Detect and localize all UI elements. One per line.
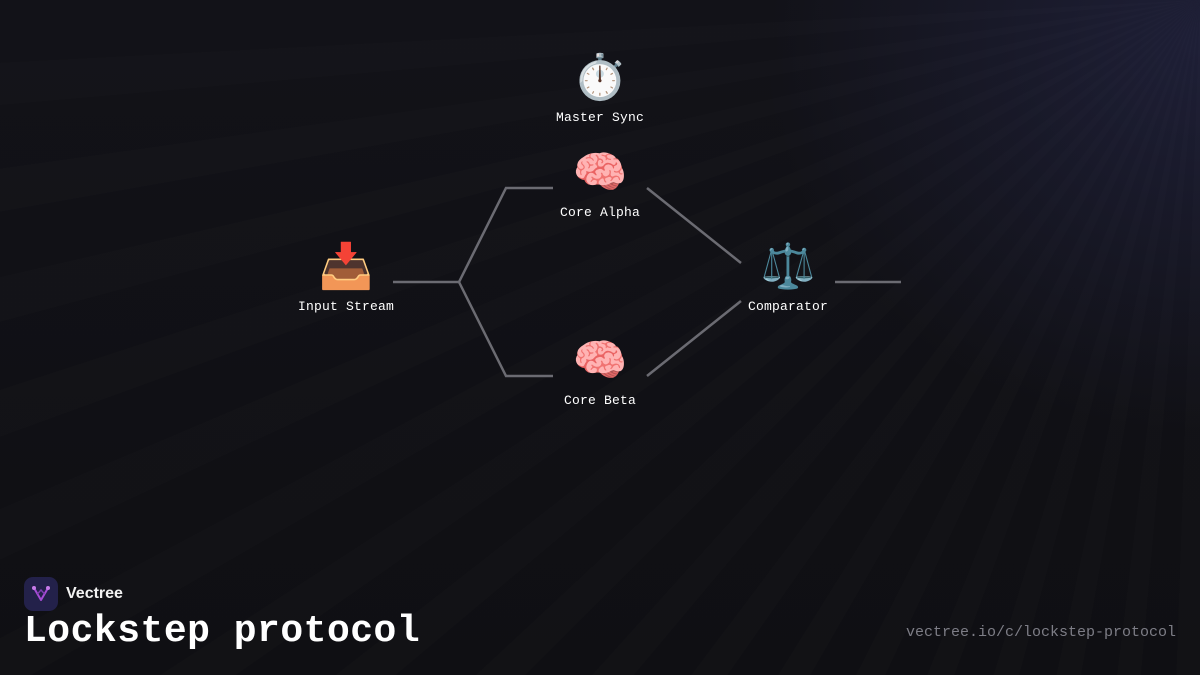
brain-icon: 🧠 — [572, 335, 628, 386]
edge-alpha-to-comparator — [646, 187, 742, 264]
brain-icon: 🧠 — [572, 147, 628, 198]
node-label: Input Stream — [297, 299, 394, 314]
balance-scale-icon: ⚖️ — [760, 241, 816, 292]
inbox-tray-icon: 📥 — [318, 241, 374, 292]
brand[interactable]: Vectree — [24, 577, 123, 611]
page-url[interactable]: vectree.io/c/lockstep-protocol — [905, 624, 1176, 641]
node-input-stream: 📥 Input Stream — [266, 241, 426, 314]
edge-beta-to-comparator — [646, 300, 742, 377]
edge-input-to-beta — [457, 281, 553, 378]
node-core-alpha: 🧠 Core Alpha — [520, 147, 680, 220]
logo-mark — [32, 586, 50, 601]
edge-input-to-alpha — [393, 186, 553, 284]
node-master-sync: ⏱️ Master Sync — [520, 52, 680, 125]
node-core-beta: 🧠 Core Beta — [520, 335, 680, 408]
node-comparator: ⚖️ Comparator — [708, 241, 868, 314]
vectree-logo-icon — [24, 577, 58, 611]
stopwatch-icon: ⏱️ — [572, 52, 628, 103]
node-label: Comparator — [747, 299, 828, 314]
node-label: Master Sync — [555, 110, 644, 125]
node-label: Core Beta — [563, 393, 636, 408]
page-title: Lockstep protocol — [24, 610, 421, 653]
brand-name: Vectree — [66, 585, 123, 602]
node-label: Core Alpha — [559, 205, 640, 220]
